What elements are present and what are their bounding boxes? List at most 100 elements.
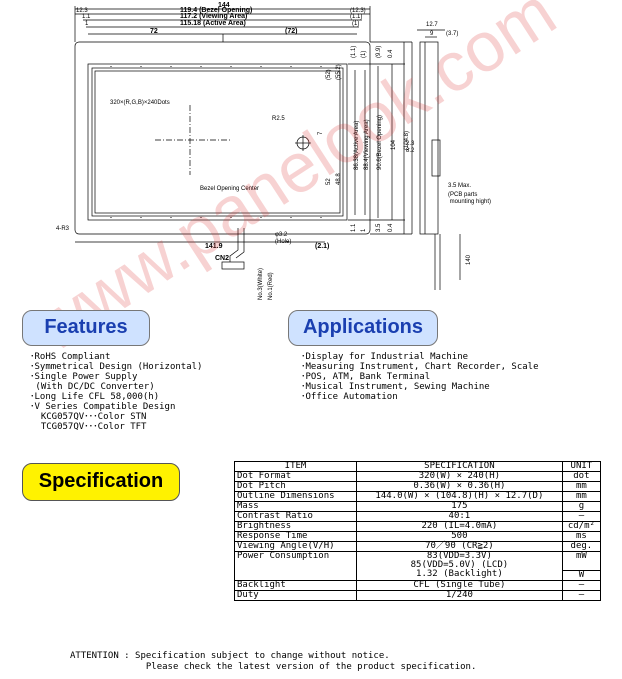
table-cell: 0.36(W) × 0.36(H) — [356, 481, 563, 492]
table-cell: 320(W) × 240(H) — [356, 471, 563, 482]
list-item: (With DC/DC Converter) — [30, 382, 155, 392]
table-cell: mm — [561, 481, 602, 492]
table-cell: 220 (IL=4.0mA) — [356, 521, 563, 532]
dim-bezel-v: 90.6(Bezel Opening) — [377, 115, 383, 170]
table-cell: 40:1 — [356, 511, 563, 522]
dim-35: 3.5 — [376, 223, 382, 232]
connector-cn2 — [221, 261, 245, 270]
table-cell — [561, 561, 602, 571]
dim-37: (3.7) — [446, 31, 458, 37]
list-item: ･RoHS Compliant — [30, 352, 111, 362]
specification-heading: Specification — [22, 463, 180, 501]
table-cell: ― — [561, 579, 602, 591]
mechanical-drawing: 144 119.4 (Bezel Opening) 117.2 (Viewing… — [56, 2, 491, 300]
dim-active: 115.18 (Active Area) — [180, 20, 246, 27]
table-cell: Dot Pitch — [234, 481, 357, 492]
dim-right-123: (12.3) — [350, 8, 366, 14]
list-item: ･Display for Industrial Machine — [301, 352, 469, 362]
table-cell: 175 — [356, 501, 563, 512]
attention-note: ATTENTION : Specification subject to cha… — [70, 651, 477, 672]
cn2-label: CN2 — [215, 255, 229, 262]
dim-right-11: (1.1) — [350, 14, 362, 20]
table-cell: Outline Dimensions — [234, 491, 357, 502]
table-cell: ms — [561, 531, 602, 542]
dim-bottom2: (2.1) — [315, 243, 329, 250]
dim-active-v: 86.38(Active Area) — [354, 121, 360, 170]
header-unit: UNIT — [561, 461, 602, 472]
dim-viewing-v: 88.4(Viewing Area) — [364, 119, 370, 170]
active-area — [94, 70, 341, 214]
dim-1-bottom: 1 — [361, 228, 367, 232]
dim-1048: (104.8) — [404, 131, 410, 150]
dim-04-top: 0.4 — [388, 49, 394, 58]
dim-half-left: 72 — [150, 28, 158, 35]
table-cell: W — [561, 569, 602, 581]
dim-left-123: 12.3 — [76, 8, 88, 14]
header-specification: SPECIFICATION — [356, 461, 563, 472]
header-item: ITEM — [234, 461, 357, 472]
table-cell: Duty — [234, 589, 357, 601]
list-item: ･POS, ATM, Bank Terminal — [301, 372, 431, 382]
table-row: 1.32 (Backlight)W — [234, 569, 602, 581]
table-cell: 70／90 (CR≧2) — [356, 541, 563, 552]
table-cell: ― — [561, 511, 602, 522]
list-item: ･Measuring Instrument, Chart Recorder, S… — [301, 362, 539, 372]
table-cell: 500 — [356, 531, 563, 542]
dim-9: 9 — [430, 31, 434, 37]
list-item: KCG057QV･･･Color STN — [30, 412, 147, 422]
dim-488: 48.8 — [336, 173, 342, 185]
viewing-area — [91, 67, 344, 217]
dim-82: 8.2 — [406, 148, 415, 154]
wire-white-label: No.3(White) — [258, 268, 264, 300]
dim-11-bottom: 1.1 — [351, 223, 357, 232]
dim-140: 140 — [466, 254, 472, 265]
pcb-label: (PCB parts mounting hight) — [448, 192, 491, 205]
dim-7: 7 — [318, 131, 324, 135]
side-view — [419, 41, 439, 235]
table-cell: mm — [561, 491, 602, 502]
table-cell: ― — [561, 589, 602, 601]
bezel-center-label: Bezel Opening Center — [200, 186, 259, 192]
hole-label: φ3.2(Hole) — [275, 232, 291, 245]
table-cell: 1/240 — [356, 589, 563, 601]
table-cell: CFL (Single Tube) — [356, 579, 563, 591]
list-item: ･Symmetrical Design (Horizontal) — [30, 362, 203, 372]
bezel-opening — [87, 63, 348, 221]
table-cell: Power Consumption — [234, 551, 357, 561]
table-header-row: ITEM SPECIFICATION UNIT — [234, 461, 602, 472]
dim-right-1: (1) — [352, 21, 359, 27]
wire-red-label: No.1(Red) — [268, 272, 274, 300]
corner-radius-label: 4-R3 — [56, 226, 70, 232]
dim-half-right: (72) — [285, 28, 297, 35]
list-item: ･V Series Compatible Design — [30, 402, 176, 412]
table-cell: Response Time — [234, 531, 357, 542]
dim-bottom: 141.9 — [205, 243, 223, 250]
table-cell: Backlight — [234, 579, 357, 591]
list-item: ･Single Power Supply — [30, 372, 138, 382]
table-row: Viewing Angle(V/H)70／90 (CR≧2)deg. — [234, 541, 602, 552]
table-cell: mW — [561, 551, 602, 561]
table-cell: Brightness — [234, 521, 357, 532]
dim-99: (9.9) — [376, 46, 382, 58]
table-cell: deg. — [561, 541, 602, 552]
table-cell: 144.0(W) × (104.8)(H) × 12.7(D) — [356, 491, 563, 502]
table-cell: 1.32 (Backlight) — [356, 570, 563, 581]
list-item: TCG057QV･･･Color TFT — [30, 422, 147, 432]
dim-left-1: 1 — [85, 21, 89, 27]
dim-left-11: 1.1 — [82, 14, 91, 20]
dim-127: 12.7 — [426, 22, 438, 28]
table-cell: Contrast Ratio — [234, 511, 357, 522]
table-cell: Mass — [234, 501, 357, 512]
applications-list: ･Display for Industrial Machine ･Measuri… — [301, 352, 539, 402]
table-cell — [234, 561, 357, 570]
